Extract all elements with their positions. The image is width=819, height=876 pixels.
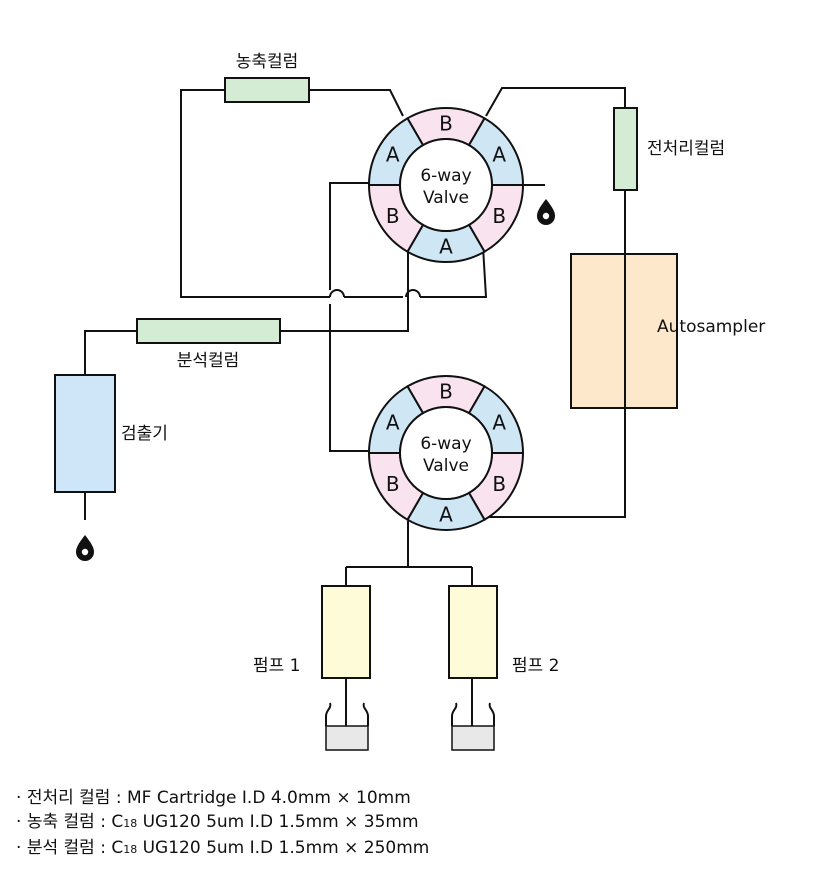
valve-port-label: B [386,204,400,228]
note-c-sub: 18 [123,843,138,856]
note-bullet: · [16,788,22,808]
note-sep: : [100,838,106,858]
detector-waste-drop-highlight [81,548,89,556]
valve-port-label: A [492,410,506,434]
pretreatment-column [613,107,638,191]
tube-concentration-column-loop [180,89,404,298]
valve-port-label: A [439,503,453,527]
note-bullet: · [16,812,22,832]
note-concentration: · 농축 컬럼 : C18 UG120 5um I.D 1.5mm × 35mm [16,810,429,836]
valve-name-line1: 6-way [420,434,471,454]
valve-port-label: A [386,410,400,434]
valve-name-line2: Valve [423,188,469,208]
tube-upper-valve-to-analytical [280,250,409,332]
note-c-sub: 18 [123,817,138,830]
concentration-column [224,77,310,103]
note-analytical: · 분석 컬럼 : C18 UG120 5um I.D 1.5mm × 250m… [16,836,429,862]
pump2-label: 펌프 2 [512,656,560,676]
detector-label: 검출기 [121,424,168,444]
column-spec-notes: · 전처리 컬럼 : MF Cartridge I.D 4.0mm × 10mm… [16,786,429,862]
concentration-column-label: 농축컬럼 [236,52,299,72]
reservoir-1 [325,702,369,751]
valve-port-label: B [439,380,453,404]
valve-port-label: B [492,204,506,228]
valve-port-label: A [439,235,453,259]
note-bullet: · [16,838,22,858]
tube-upper-left-to-lower-left [329,182,372,452]
tube-lower-valve-to-pumps [345,521,473,586]
autosampler-label: Autosampler [657,317,765,337]
valve-port-label: B [386,472,400,496]
valve-hub [399,406,493,500]
upper-waste-drop-highlight [542,212,550,220]
valve-port-label: A [492,142,506,166]
pump2-box [448,585,498,679]
tube-upper-valve-bottom-right [420,246,488,298]
note-c: C [111,838,124,858]
detector-box [54,374,116,493]
valve-port-label: A [386,142,400,166]
pump1-box [321,585,371,679]
note-text: UG120 5um I.D 1.5mm × 250mm [142,838,430,858]
analytical-column [136,318,281,344]
valve-port-label: B [439,112,453,136]
tube-upper-valve-to-pretreatment [485,87,626,117]
tube-analytical-to-detector [84,330,137,375]
valve-port-label: B [492,472,506,496]
pump1-label: 펌프 1 [253,656,301,676]
note-name: 농축 컬럼 [26,812,95,832]
note-sep: : [115,788,122,808]
valve-hub [399,138,493,232]
note-c: C [111,812,124,832]
upper-waste-drop-icon [537,199,555,225]
tube-loop-bridge-right [405,289,421,298]
reservoir-2 [451,702,495,751]
valve-name-line1: 6-way [420,166,471,186]
note-pretreatment: · 전처리 컬럼 : MF Cartridge I.D 4.0mm × 10mm [16,786,429,810]
valve-name-line2: Valve [423,456,469,476]
analytical-column-label: 분석컬럼 [177,351,240,371]
note-name: 전처리 컬럼 [26,788,111,808]
tube-loop-bridge-left [329,289,345,298]
note-text: MF Cartridge I.D 4.0mm × 10mm [126,788,411,808]
detector-waste-drop-icon [76,535,94,561]
note-name: 분석 컬럼 [26,838,95,858]
pretreatment-column-label: 전처리컬럼 [647,139,725,159]
note-text: UG120 5um I.D 1.5mm × 35mm [142,812,419,832]
note-sep: : [100,812,106,832]
